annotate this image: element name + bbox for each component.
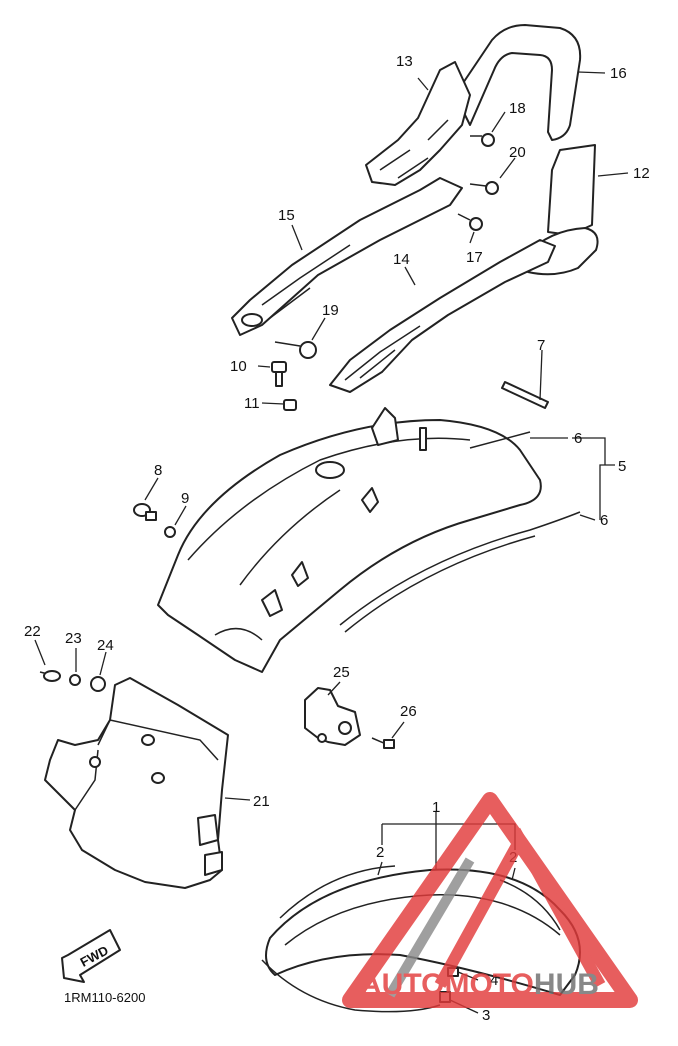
grab-bar-assembly <box>231 24 599 411</box>
callout-18: 18 <box>509 100 526 117</box>
part-6-trim-lower <box>339 511 581 633</box>
watermark-text: AUTOMOTOHUB <box>360 968 599 1001</box>
watermark-moto: MOTO <box>444 968 533 1001</box>
part-16-grab-bar-loop <box>454 24 582 141</box>
rear-fender <box>157 381 581 673</box>
part-23-washer <box>69 674 81 686</box>
leader-lines <box>34 71 629 1014</box>
bracket-assembly <box>304 687 395 749</box>
watermark-auto: AUTO <box>360 968 444 1001</box>
callout-5: 5 <box>618 458 626 475</box>
callout-8: 8 <box>154 462 162 479</box>
part-11-nut <box>283 399 297 411</box>
part-20-bolt <box>469 181 499 195</box>
callout-12: 12 <box>633 165 650 182</box>
part-17-bolt <box>457 213 483 231</box>
part-26-bolt <box>371 737 395 749</box>
part-21-mud-guard <box>44 677 229 889</box>
callout-4: 4 <box>490 972 498 989</box>
callout-1: 1 <box>432 799 440 816</box>
part-7-plate <box>501 381 549 409</box>
watermark-hub: HUB <box>534 968 599 1001</box>
callout-13: 13 <box>396 53 413 70</box>
callout-17: 17 <box>466 249 483 266</box>
callout-7: 7 <box>537 337 545 354</box>
mud-guard <box>44 677 229 889</box>
part-18-bolt <box>470 133 495 147</box>
part-9-washer <box>164 526 176 538</box>
part-8-bolt <box>133 503 157 521</box>
callout-15: 15 <box>278 207 295 224</box>
part-15-rail <box>231 177 463 336</box>
callout-22: 22 <box>24 623 41 640</box>
part-25-bracket <box>304 687 361 746</box>
part-22-screw <box>39 670 61 682</box>
part-13-bracket <box>365 61 471 186</box>
part-10-bolt <box>271 361 287 387</box>
callout-14: 14 <box>393 251 410 268</box>
watermark-logo-icon <box>342 792 638 1008</box>
fwd-arrow: FWD <box>61 929 121 983</box>
part-19-bolt <box>274 341 317 359</box>
callout-11: 11 <box>244 395 260 412</box>
callout-20: 20 <box>509 144 526 161</box>
part-24-nut <box>90 676 106 692</box>
callout-24: 24 <box>97 637 114 654</box>
part-12-side-plate <box>547 144 596 236</box>
callout-2-left: 2 <box>376 844 384 861</box>
callout-6-lower: 6 <box>600 512 608 529</box>
part-14-rail <box>329 239 556 393</box>
callout-21: 21 <box>253 793 270 810</box>
callout-26: 26 <box>400 703 417 720</box>
callout-25: 25 <box>333 664 350 681</box>
drawing-code: 1RM110-6200 <box>64 990 145 1005</box>
part-2-trim-right <box>499 879 561 931</box>
callout-19: 19 <box>322 302 339 319</box>
callout-16: 16 <box>610 65 627 82</box>
callout-23: 23 <box>65 630 82 647</box>
watermark: AUTOMOTOHUB <box>342 792 638 1008</box>
callout-3: 3 <box>482 1007 490 1024</box>
part-6-trim-upper <box>469 431 531 449</box>
callout-9: 9 <box>181 490 189 507</box>
part-5-rear-fender <box>157 419 542 673</box>
fender-mount-bracket <box>371 407 399 446</box>
callout-6-upper: 6 <box>574 430 582 447</box>
callout-10: 10 <box>230 358 247 375</box>
